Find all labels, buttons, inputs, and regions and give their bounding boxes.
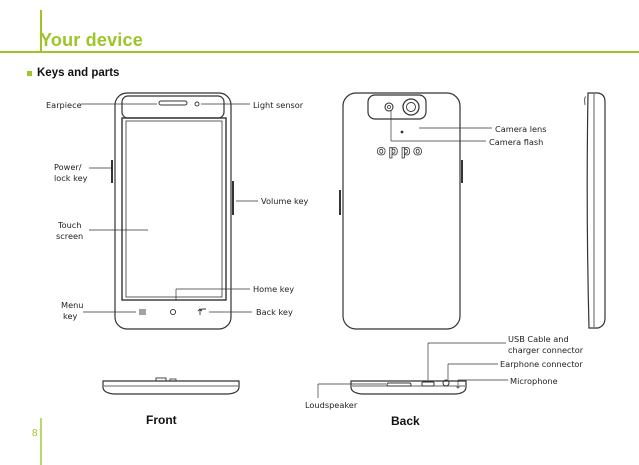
earphone-jack-icon: [442, 379, 450, 387]
label-power-lock-line2: lock key: [54, 173, 88, 183]
light-sensor-icon: [194, 101, 200, 107]
camera-lens-icon: [402, 98, 420, 116]
label-earphone-connector: Earphone connector: [500, 359, 583, 369]
back-phone-body: [339, 92, 463, 330]
label-volume-key: Volume key: [261, 196, 309, 206]
label-home-key: Home key: [253, 284, 295, 294]
front-bottom-edge: [102, 377, 240, 395]
home-key-icon: [169, 308, 177, 316]
label-earpiece: Earpiece: [46, 100, 82, 110]
label-menu-line2: key: [63, 311, 78, 321]
microphone-hole-icon: [456, 385, 460, 389]
menu-key-icon: [139, 309, 146, 315]
camera-flash-icon: [384, 102, 394, 112]
footer-vertical-rule: [40, 418, 42, 465]
section-bullet-icon: [27, 71, 32, 76]
page-number: 8: [32, 428, 38, 439]
label-light-sensor: Light sensor: [253, 100, 304, 110]
side-view-phone: [584, 92, 606, 329]
front-phone-body: [111, 92, 234, 330]
earpiece-slot: [158, 100, 188, 106]
label-menu-line1: Menu: [61, 300, 84, 310]
page-title: Your device: [40, 30, 143, 50]
label-back-key: Back key: [256, 307, 293, 317]
label-microphone: Microphone: [510, 376, 558, 386]
label-power-lock-line1: Power/: [54, 162, 82, 172]
label-touch-line2: screen: [56, 231, 84, 241]
section-heading: Keys and parts: [37, 67, 120, 79]
label-loudspeaker: Loudspeaker: [305, 400, 358, 410]
header-vertical-rule: [40, 10, 42, 52]
label-camera-lens: Camera lens: [495, 124, 547, 134]
usb-connector-icon: [421, 381, 435, 387]
label-touch-line1: Touch: [58, 220, 82, 230]
brand-logo: oppo: [377, 144, 425, 159]
header-rule: [0, 51, 639, 53]
loudspeaker-grille: [386, 382, 412, 387]
label-usb-line1: USB Cable and: [508, 334, 569, 344]
back-key-icon: [197, 308, 206, 315]
label-camera-flash: Camera flash: [489, 137, 544, 147]
caption-back: Back: [391, 414, 420, 428]
caption-front: Front: [146, 413, 177, 427]
label-usb-line2: charger connector: [508, 345, 584, 355]
